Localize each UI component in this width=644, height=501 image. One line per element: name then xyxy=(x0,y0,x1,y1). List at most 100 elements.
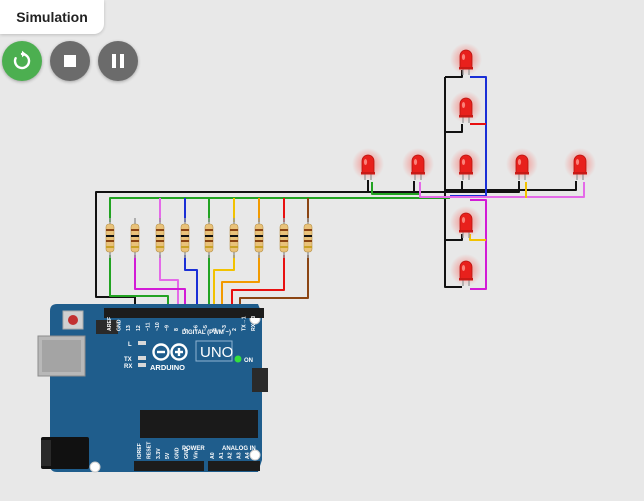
resistors xyxy=(105,218,313,258)
wire-black-main xyxy=(95,191,445,312)
pin-label: ~5 xyxy=(203,325,209,331)
pin-label: TX→1 xyxy=(241,316,247,331)
tx-label: TX xyxy=(124,357,132,363)
wire-orange-pin xyxy=(221,255,260,312)
pin-label: 2 xyxy=(232,328,238,331)
led-red[interactable] xyxy=(450,91,482,123)
model-label-box xyxy=(195,340,233,362)
analog-header xyxy=(208,461,260,471)
led-red[interactable] xyxy=(506,148,538,180)
pin-label: 3.3V xyxy=(156,448,162,459)
led-red[interactable] xyxy=(402,148,434,180)
led-red[interactable] xyxy=(352,148,384,180)
on-led xyxy=(234,355,242,363)
analog-label: ANALOG IN xyxy=(222,446,256,452)
wire-brown-pin xyxy=(239,255,309,312)
icsp-header xyxy=(96,320,118,334)
restart-icon xyxy=(13,50,31,70)
pin-label: GND xyxy=(117,319,123,331)
wire-magenta xyxy=(134,255,186,312)
wire-green-led xyxy=(371,182,420,195)
tab-simulation[interactable]: Simulation xyxy=(0,0,104,34)
pause-button[interactable] xyxy=(98,41,138,81)
pin-label: A4 xyxy=(245,452,251,459)
pause-icon xyxy=(112,54,124,68)
pin-label: GND xyxy=(175,447,181,459)
rx-led xyxy=(138,363,146,367)
pin-label: ~6 xyxy=(193,325,199,331)
led-red[interactable] xyxy=(564,148,596,180)
resistor[interactable] xyxy=(254,218,264,258)
restart-button[interactable] xyxy=(2,41,42,81)
pin-label: 4 xyxy=(213,328,219,331)
pin-label: IOREF xyxy=(137,443,143,459)
pin-label: Vin xyxy=(193,451,199,459)
wires xyxy=(95,70,585,312)
on-label: ON xyxy=(244,358,253,364)
wire-black-led7 xyxy=(445,181,577,191)
icsp-header-right xyxy=(252,368,268,392)
led-red[interactable] xyxy=(450,206,482,238)
pin-label: ~10 xyxy=(155,322,161,331)
wire-red-pin xyxy=(231,255,285,312)
wire-magenta-right xyxy=(470,199,487,290)
pin-label: 8 xyxy=(174,328,180,331)
wire-blue-pin xyxy=(184,255,198,312)
resistor[interactable] xyxy=(105,218,115,258)
power-jack-front xyxy=(41,440,51,466)
pin-label: GND xyxy=(184,447,190,459)
resistor[interactable] xyxy=(204,218,214,258)
led-red[interactable] xyxy=(450,43,482,75)
pin-label: A5 xyxy=(254,452,260,459)
resistor[interactable] xyxy=(279,218,289,258)
stop-button[interactable] xyxy=(50,41,90,81)
pin-label: 5V xyxy=(165,452,171,459)
pin-label: ~9 xyxy=(165,325,171,331)
pin-label: 7 xyxy=(184,328,190,331)
wire-pink-pin xyxy=(159,255,179,312)
power-jack xyxy=(41,437,89,469)
pin-label: A1 xyxy=(219,452,225,459)
pin-label: RX←0 xyxy=(251,316,257,331)
pin-label: AREF xyxy=(107,317,113,331)
l-label: L xyxy=(128,342,132,348)
power-header xyxy=(134,461,204,471)
resistor[interactable] xyxy=(229,218,239,258)
mounting-hole xyxy=(249,449,261,461)
stop-icon xyxy=(64,55,76,67)
led-red[interactable] xyxy=(450,148,482,180)
digital-header xyxy=(104,308,264,318)
wire-yellow-pin xyxy=(213,255,235,312)
tx-led xyxy=(138,356,146,360)
digital-label: DIGITAL (PWM ~) xyxy=(182,330,231,336)
led-red[interactable] xyxy=(450,254,482,286)
l-led xyxy=(138,341,146,345)
leds xyxy=(352,43,596,286)
arduino-logo-icon xyxy=(152,343,188,361)
pin-label: ~3 xyxy=(222,325,228,331)
pin-label: RESET xyxy=(146,441,152,459)
resistor[interactable] xyxy=(130,218,140,258)
usb-port-inner xyxy=(42,340,81,372)
wire-pink-right xyxy=(419,182,585,198)
pin-label: 13 xyxy=(126,325,132,331)
pin-label: A0 xyxy=(210,452,216,459)
wire-black-led2 xyxy=(445,124,463,133)
atmega-chip xyxy=(140,410,258,438)
brand-text: ARDUINO xyxy=(150,363,185,372)
power-label: POWER xyxy=(182,446,205,452)
mounting-hole xyxy=(89,461,101,473)
wire-black-led6 xyxy=(445,181,520,193)
resistor[interactable] xyxy=(303,218,313,258)
resistor[interactable] xyxy=(155,218,165,258)
rx-label: RX xyxy=(124,364,132,370)
resistor[interactable] xyxy=(180,218,190,258)
pin-label: ~11 xyxy=(145,322,151,331)
reset-button[interactable] xyxy=(68,315,78,325)
arduino-uno-board[interactable]: ARDUINO UNO DIGITAL (PWM ~) ON L TX RX P… xyxy=(37,304,268,473)
pin-label: 12 xyxy=(136,325,142,331)
